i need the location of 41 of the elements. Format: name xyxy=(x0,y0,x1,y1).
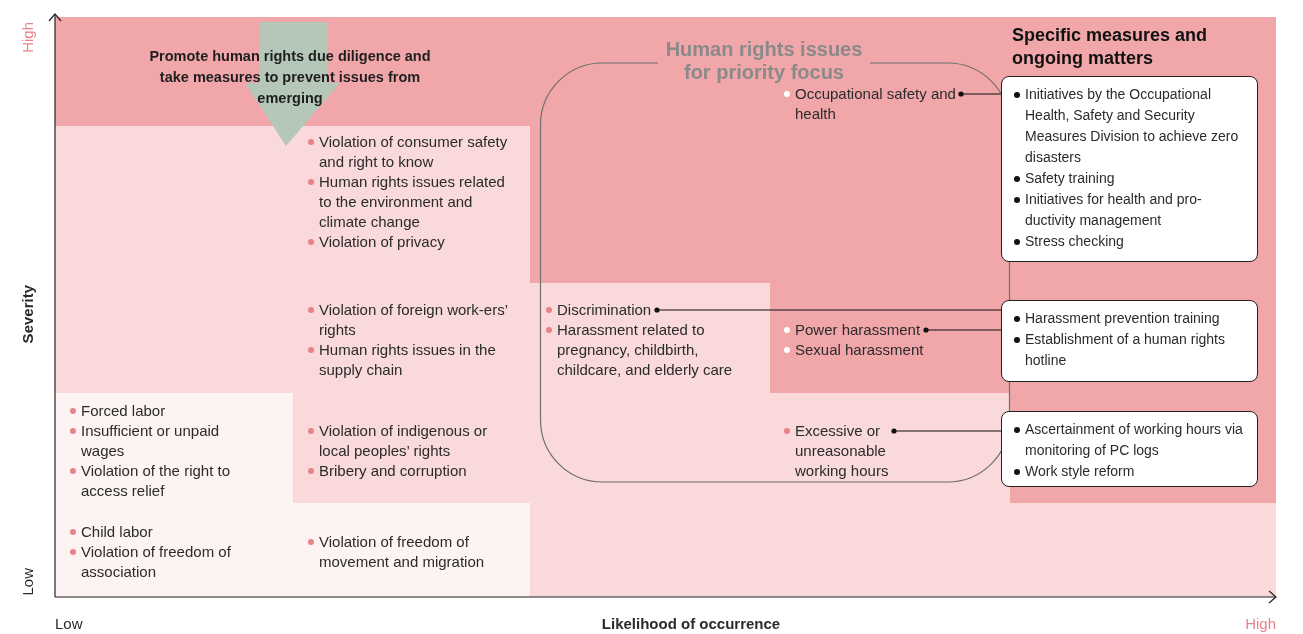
measures-box xyxy=(1001,411,1258,487)
issue-item: Human rights issues related to the environment and climate change xyxy=(308,172,506,232)
issue-item: Bribery and corruption xyxy=(308,461,468,481)
bullet-item: Stress checking xyxy=(1014,231,1249,252)
axis-label: Likelihood of occurrence xyxy=(600,615,782,632)
bullet-item: Establishment of a human rights hotline xyxy=(1014,329,1249,371)
issue-item: Sexual harassment xyxy=(784,340,925,360)
bullet-item: Ascertainment of working hours via monitoring of PC logs xyxy=(1014,419,1249,461)
issue-item: Harassment related to pregnancy, childbirth, childcare, and elderly care xyxy=(546,320,734,380)
axis-label: Low xyxy=(19,568,36,596)
leader-line xyxy=(923,327,1002,333)
issue-item: Violation of privacy xyxy=(308,232,446,252)
issue-item: Insufficient or unpaid wages xyxy=(70,421,221,461)
issue-item: Violation of indigenous or local peoples’ rights xyxy=(308,421,489,461)
bullet-item: Initiatives for health and pro-ductivity management xyxy=(1014,189,1249,231)
issue-item: Violation of the right to access relief xyxy=(70,461,231,501)
bullet-item: Work style reform xyxy=(1014,461,1249,482)
bullet-item: Safety training xyxy=(1014,168,1249,189)
issue-item: Child labor xyxy=(70,522,154,542)
axis-label: High xyxy=(1244,615,1276,632)
leader-line xyxy=(654,307,1002,313)
issue-item: Discrimination xyxy=(546,300,653,320)
issue-item: Human rights issues in the supply chain xyxy=(308,340,497,380)
issue-item: Excessive or unreasonable working hours xyxy=(784,421,890,481)
issue-item: Occupational safety and health xyxy=(784,84,957,124)
measures-box xyxy=(1001,76,1258,262)
axis-label: Low xyxy=(55,615,83,632)
bullet-item: Initiatives by the Occupational Health, Safety and Security Measures Division to achieve zero disasters xyxy=(1014,84,1249,168)
issue-item: Violation of freedom of movement and migration xyxy=(308,532,486,572)
section-heading: Specific measures and ongoing matters xyxy=(1012,24,1209,70)
issue-item: Power harassment xyxy=(784,320,922,340)
leader-line xyxy=(891,428,1002,434)
measures-box xyxy=(1001,300,1258,382)
issue-item: Forced labor xyxy=(70,401,167,421)
issue-item: Violation of foreign work-ers’ rights xyxy=(308,300,509,340)
axis-label: High xyxy=(19,22,36,53)
axis-label: Severity xyxy=(19,285,36,344)
issue-item: Violation of freedom of association xyxy=(70,542,232,582)
leader-line xyxy=(958,91,1002,97)
bullet-item: Harassment prevention training xyxy=(1014,308,1249,329)
issue-item: Violation of consumer safety and right to know xyxy=(308,132,509,172)
